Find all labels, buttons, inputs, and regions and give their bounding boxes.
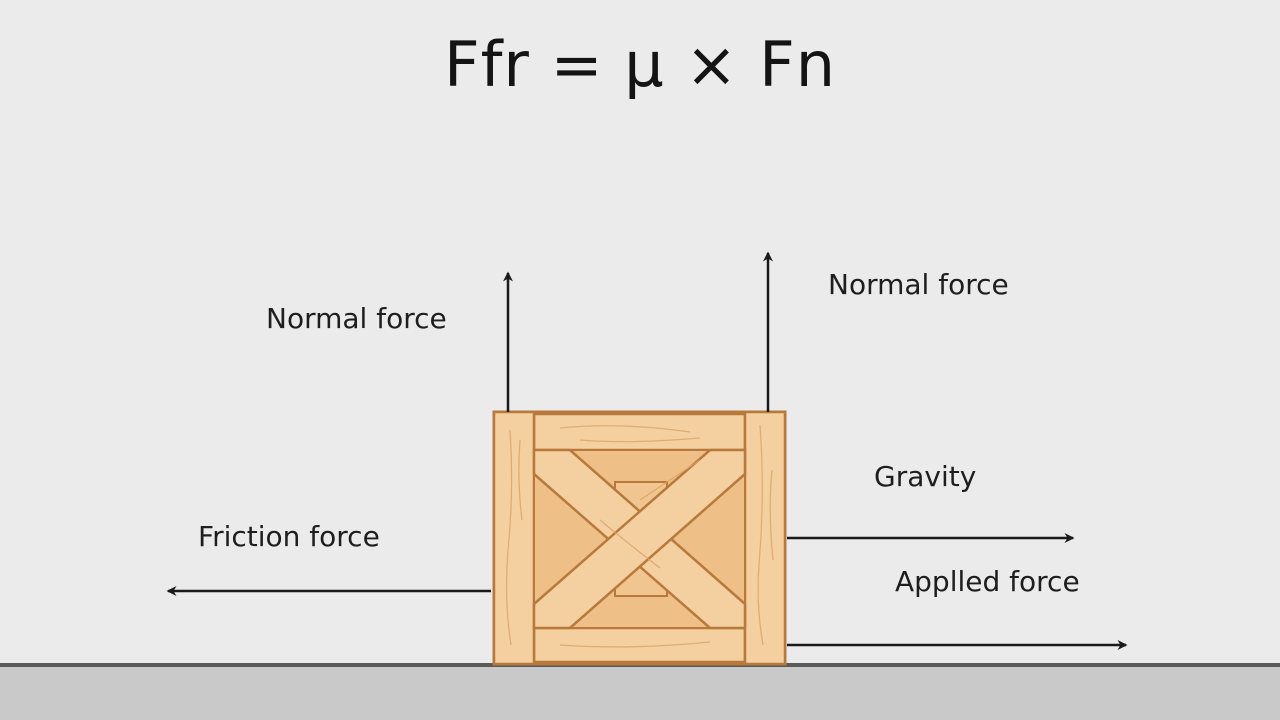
formula-title: Ffr = μ × Fn (443, 28, 837, 101)
normal-force-left-label: Normal force (266, 302, 447, 335)
ground (0, 666, 1280, 720)
normal-force-right-label: Normal force (828, 268, 1009, 301)
friction-force-label: Friction force (198, 520, 380, 553)
gravity-label: Gravity (874, 460, 977, 493)
applied-force-label: Applled force (895, 565, 1080, 598)
wooden-crate (492, 410, 787, 666)
